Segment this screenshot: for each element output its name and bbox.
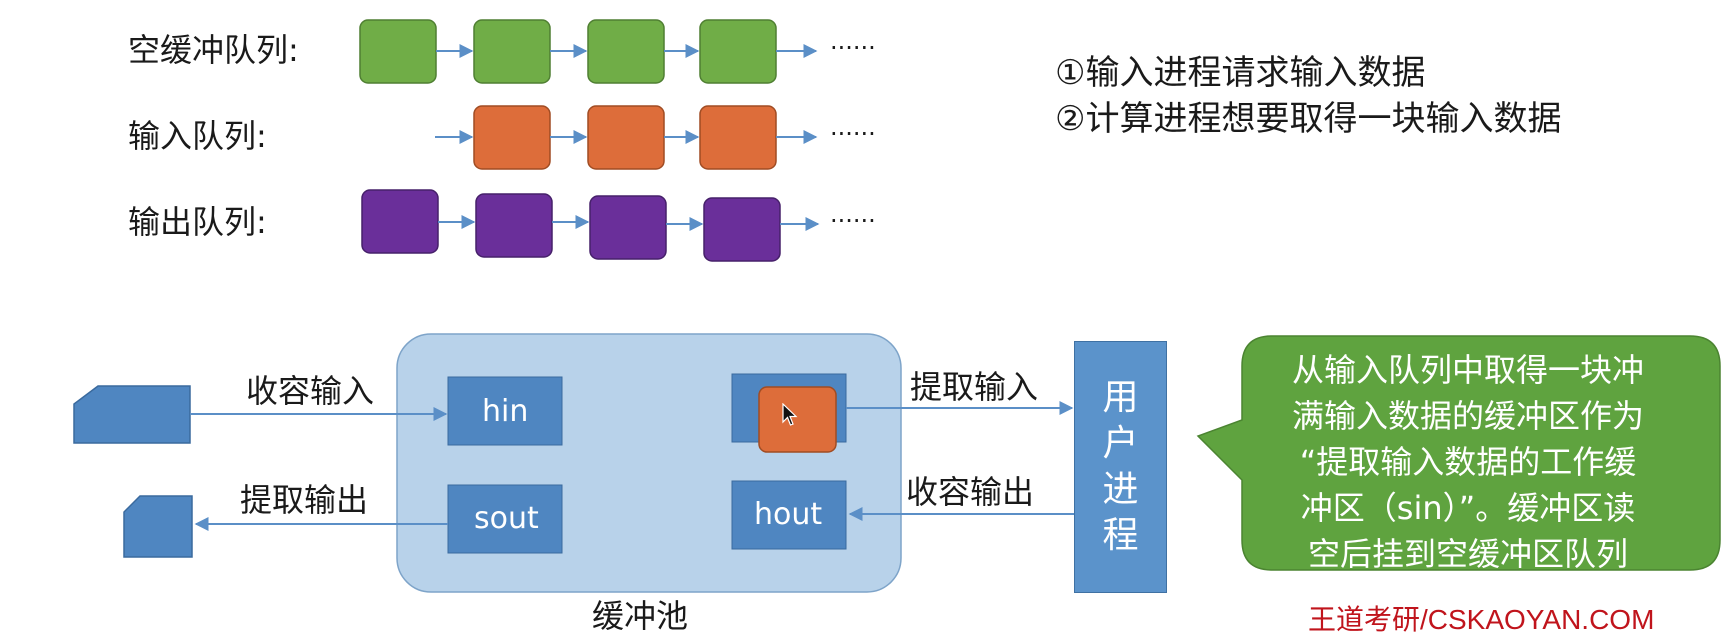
callout-text: 从输入队列中取得一块冲 满输入数据的缓冲区作为 “提取输入数据的工作缓 冲区（s… [1268, 347, 1668, 577]
callout-line: 冲区（sin）”。缓冲区读 [1300, 489, 1636, 527]
user-process-box: 用 户 进 程 [1074, 341, 1167, 593]
empty-buffer-block [473, 19, 551, 84]
input-device [73, 385, 191, 444]
extract-output-label: 提取输出 [240, 481, 369, 519]
pointer-cursor-icon [782, 403, 798, 426]
sout-label: sout [474, 501, 539, 536]
collect-input-label: 收容输入 [246, 372, 375, 410]
buffer-pool-label: 缓冲池 [592, 597, 689, 635]
empty-buffer-block [359, 19, 437, 84]
output-buffer-block [475, 193, 553, 258]
user-process-char: 户 [1102, 423, 1139, 464]
collect-output-label: 收容输出 [906, 473, 1035, 511]
sin-filled-block [758, 386, 837, 453]
user-process-char: 用 [1102, 377, 1139, 418]
empty-queue-ellipsis: ······ [830, 34, 876, 62]
watermark: 王道考研/CSKAOYAN.COM [1308, 604, 1655, 635]
hout-label: hout [754, 497, 823, 532]
user-process-char: 程 [1102, 515, 1139, 556]
empty-buffer-block [587, 19, 665, 84]
output-buffer-block [589, 195, 667, 260]
output-queue [361, 189, 820, 262]
callout-line: 从输入队列中取得一块冲 [1291, 351, 1644, 389]
hin-buffer [447, 376, 563, 446]
empty-queue-label: 空缓冲队列: [128, 31, 299, 69]
hin-label: hin [482, 394, 529, 429]
hout-buffer [731, 480, 847, 550]
user-process-char: 进 [1102, 469, 1139, 510]
callout-line: “提取输入数据的工作缓 [1299, 443, 1637, 481]
output-buffer-block [361, 189, 439, 254]
callout-line: 满输入数据的缓冲区作为 [1291, 397, 1644, 435]
input-queue [435, 105, 818, 170]
sout-buffer [447, 484, 563, 554]
step-2: ②计算进程想要取得一块输入数据 [1055, 99, 1562, 139]
output-buffer-block [703, 197, 781, 262]
output-device [123, 495, 193, 558]
extract-input-label: 提取输入 [910, 368, 1039, 406]
empty-buffer-block [699, 19, 777, 84]
output-queue-ellipsis: ······ [830, 207, 876, 235]
steps-list: ①输入进程请求输入数据 ②计算进程想要取得一块输入数据 [1055, 50, 1561, 142]
output-queue-label: 输出队列: [128, 203, 267, 241]
input-buffer-block [473, 105, 551, 170]
input-buffer-block [587, 105, 665, 170]
input-buffer-block [699, 105, 777, 170]
input-queue-label: 输入队列: [128, 117, 267, 155]
step-1: ①输入进程请求输入数据 [1055, 53, 1426, 93]
callout-bubble [1196, 335, 1721, 571]
input-queue-ellipsis: ······ [830, 120, 876, 148]
callout-line: 空后挂到空缓冲区队列 [1307, 535, 1628, 573]
empty-buffer-queue [359, 19, 818, 84]
